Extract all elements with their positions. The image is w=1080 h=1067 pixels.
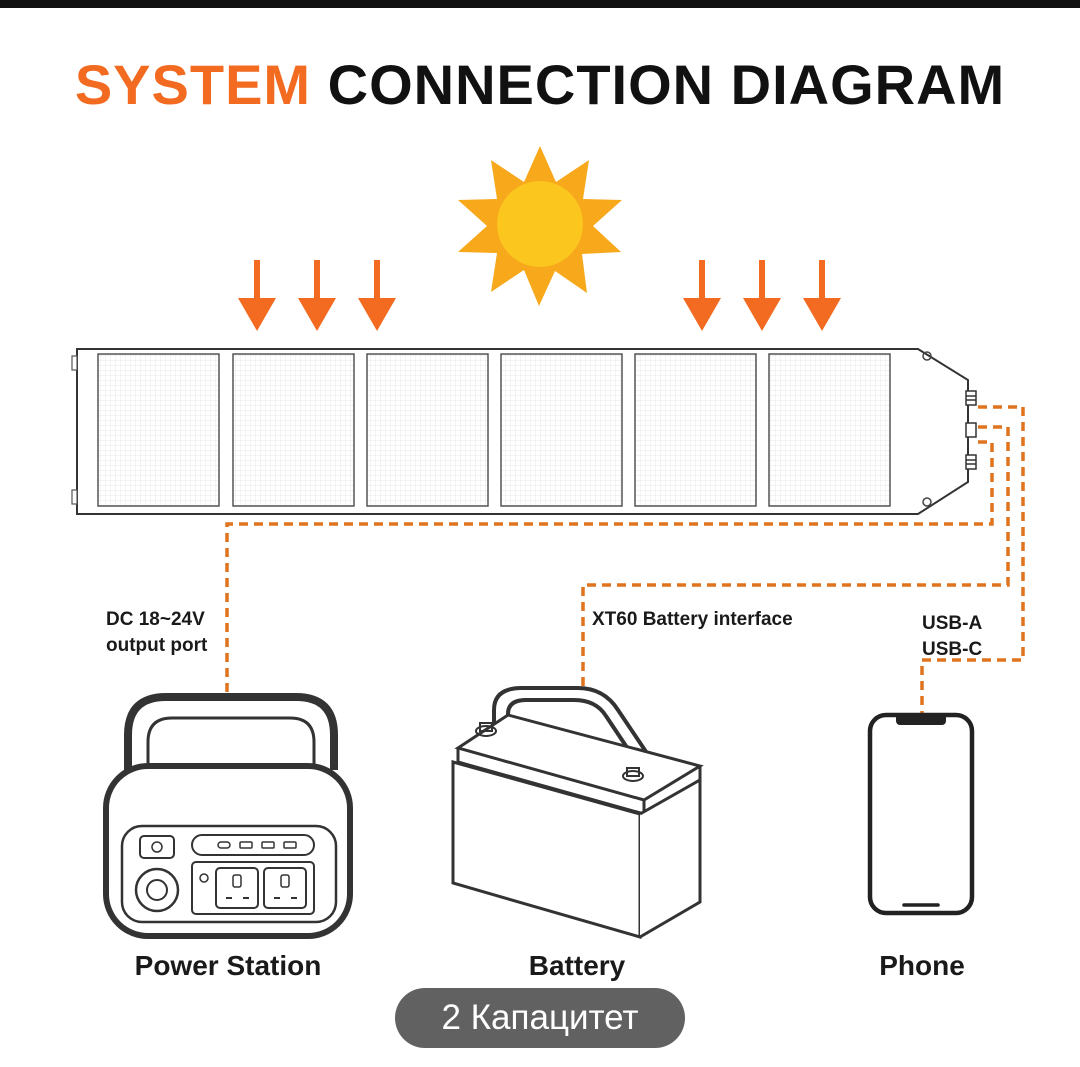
cable-battery <box>581 425 1010 690</box>
top-border <box>0 0 1080 8</box>
sunlight-arrow-icon <box>803 260 841 331</box>
connection-cables <box>225 405 1025 714</box>
sunlight-arrow-icon <box>683 260 721 331</box>
power-station-icon <box>103 693 353 939</box>
solar-cells <box>97 353 891 507</box>
title-rest: CONNECTION DIAGRAM <box>327 53 1006 116</box>
cable-phone <box>920 405 1025 714</box>
usb-label: USB-A USB-C <box>922 613 983 660</box>
battery-label: Battery <box>528 950 626 981</box>
solar-panel <box>71 348 977 515</box>
sun-icon <box>458 146 622 306</box>
page-title: SYSTEM CONNECTION DIAGRAM <box>0 52 1080 117</box>
sunlight-arrows <box>238 260 841 331</box>
battery-interface-label: XT60 Battery interface <box>592 609 793 630</box>
sunlight-arrow-icon <box>743 260 781 331</box>
phone-icon <box>867 712 975 916</box>
phone-label: Phone <box>879 950 965 981</box>
battery-icon <box>451 686 704 939</box>
title-accent: SYSTEM <box>74 53 312 116</box>
dc-port-label: DC 18~24V output port <box>106 609 208 656</box>
power-station-label: Power Station <box>134 950 322 981</box>
capacity-badge[interactable]: 2 Капацитет <box>395 988 685 1048</box>
panel-ports <box>965 390 977 470</box>
sunlight-arrow-icon <box>238 260 276 331</box>
sunlight-arrow-icon <box>298 260 336 331</box>
sunlight-arrow-icon <box>358 260 396 331</box>
cable-power-station <box>225 440 994 698</box>
